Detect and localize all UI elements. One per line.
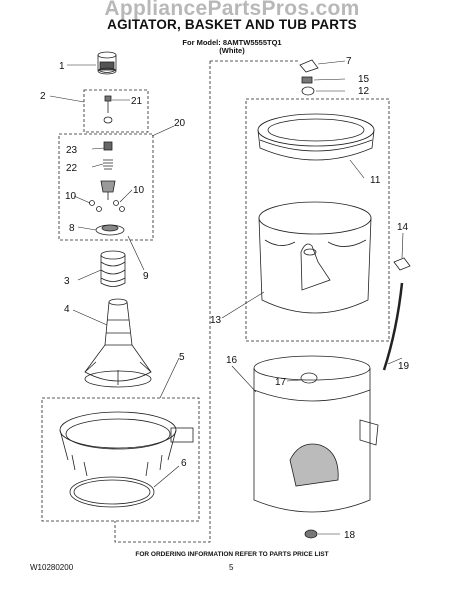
group-box-20 [58,133,154,241]
page-number: 5 [229,563,234,572]
model-color: (White) [219,46,245,55]
callout-4: 4 [64,304,70,315]
callout-19: 19 [398,361,410,372]
drive-parts [89,141,125,236]
page-title: AGITATOR, BASKET AND TUB PARTS [107,17,357,32]
agitator-part [84,298,152,388]
leader-lines [49,60,404,535]
callout-9: 9 [143,271,149,282]
hub-parts [299,59,319,96]
callout-14: 14 [397,222,409,233]
group-boxes [41,60,390,543]
agitator-cap-part [97,51,117,75]
balance-ring-part [59,411,194,508]
ordering-note: FOR ORDERING INFORMATION REFER TO PARTS … [135,551,329,558]
callout-13: 13 [210,315,222,326]
callout-20: 20 [174,118,186,129]
callout-12: 12 [358,86,370,97]
callout-3: 3 [64,276,70,287]
group-box-5 [41,397,200,522]
callout-22: 22 [66,163,78,174]
callout-11: 11 [370,175,381,186]
document-id: W10280200 [30,563,74,572]
seal-part [304,529,318,539]
callout-18: 18 [344,530,356,541]
callout-7: 7 [346,56,352,67]
callout-17: 17 [275,377,287,388]
callout-23: 23 [66,145,78,156]
bolt-part [103,95,113,124]
model-line: For Model: 8AMTW5555TQ1 [182,38,282,47]
callout-8: 8 [69,223,75,234]
callout-10-left: 10 [65,191,77,202]
basket-part [258,201,372,314]
callout-16: 16 [226,355,238,366]
callout-1: 1 [59,61,65,72]
callout-5: 5 [179,352,185,363]
callout-10-right: 10 [133,185,145,196]
callouts: 1 2 21 20 23 22 10 10 8 3 9 4 5 6 7 15 1… [40,56,410,541]
group-box-13 [245,98,390,342]
callout-15: 15 [358,74,370,85]
group-box-2 [83,89,149,133]
auger-part [100,250,126,287]
hose-part [382,257,411,371]
callout-6: 6 [181,458,187,469]
callout-21: 21 [131,96,143,107]
connector-line [114,61,211,543]
outer-tub-part [253,355,379,513]
callout-2: 2 [40,91,46,102]
watermark: AppliancePartsPros.com [104,0,360,20]
basket-ring-part [257,113,375,161]
